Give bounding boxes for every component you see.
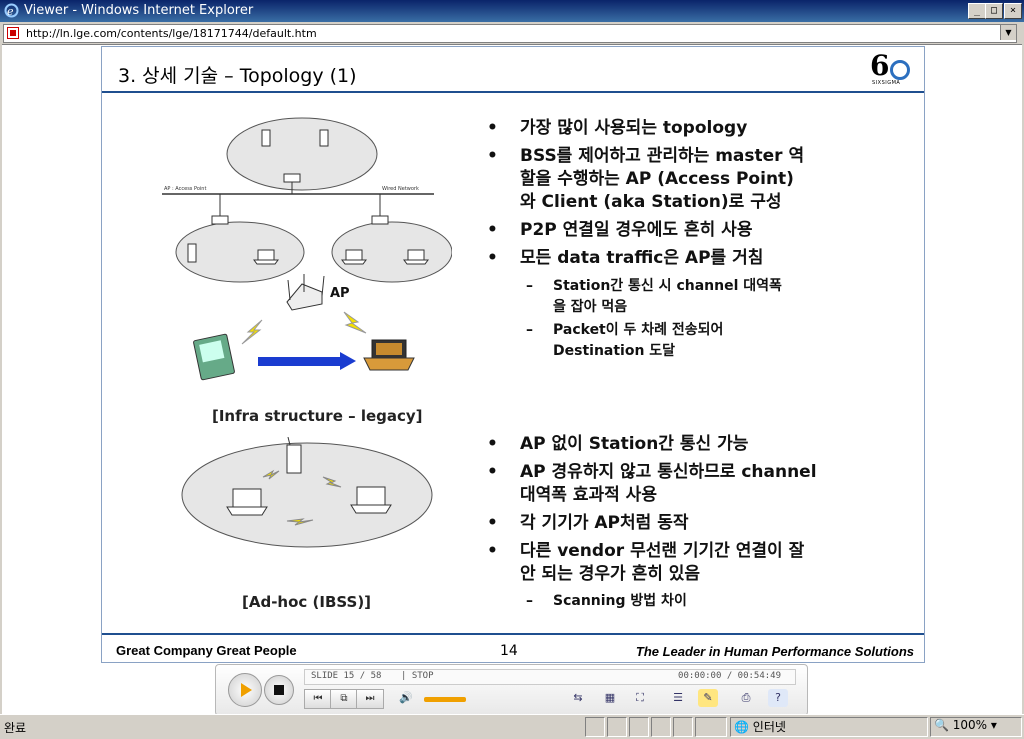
sub-bullet-item: –Packet이 두 차례 전송되어 Destination 도달 [526, 322, 724, 359]
six-sigma-logo: 6 SIXSIGMA [870, 49, 914, 89]
window-titlebar: e Viewer - Windows Internet Explorer _ □… [0, 0, 1024, 22]
window-title: Viewer - Windows Internet Explorer [24, 3, 254, 18]
list-icon[interactable]: ☰ [673, 691, 683, 704]
slide-info-display: SLIDE 15 / 58 | STOP 00:00:00 / 00:54:49 [304, 669, 796, 685]
address-dropdown-button[interactable]: ▼ [1000, 25, 1016, 40]
bullet-item: •P2P 연결일 경우에도 흔히 사용 [487, 220, 753, 240]
chevron-down-icon: ▾ [990, 718, 997, 732]
sub-bullet-item: –Scanning 방법 차이 [526, 593, 687, 609]
status-segment [607, 717, 627, 737]
zoom-panel[interactable] [930, 717, 1022, 737]
slide-footer: Great Company Great People 14 The Leader… [102, 633, 924, 664]
fullscreen-icon[interactable]: ⛶ [636, 691, 644, 704]
address-bar: http://ln.lge.com/contents/lge/18171744/… [0, 22, 1024, 44]
slide-counter: SLIDE 15 / 58 [311, 671, 382, 681]
address-url: http://ln.lge.com/contents/lge/18171744/… [26, 27, 317, 40]
footer-slogan: Great Company Great People [116, 643, 297, 658]
infra-bullet-list: •가장 많이 사용되는 topology •BSS를 제어하고 관리하는 mas… [487, 117, 807, 362]
print-icon[interactable]: ⎙ [741, 691, 751, 704]
svg-text:e: e [7, 5, 14, 18]
internet-explorer-icon: e [4, 3, 19, 18]
infra-caption: [Infra structure – legacy] [212, 407, 423, 425]
status-segment [585, 717, 605, 737]
page-icon [7, 27, 19, 39]
elapsed-time: 00:00:00 / 00:54:49 [678, 671, 781, 681]
play-button[interactable] [228, 673, 262, 707]
bullet-item: •AP 경유하지 않고 통신하므로 channel 대역폭 효과적 사용 [487, 462, 817, 505]
note-icon[interactable]: ✎ [698, 689, 718, 707]
adhoc-caption: [Ad-hoc (IBSS)] [242, 593, 372, 611]
bullet-item: •모든 data traffic은 AP를 거침 [487, 248, 764, 268]
slide-title: 3. 상세 기술 – Topology (1) [118, 65, 357, 87]
slide-list-button[interactable]: ⧉ [330, 689, 358, 709]
adhoc-bullet-list: •AP 없이 Station간 통신 가능 •AP 경유하지 않고 통신하므로 … [487, 433, 827, 612]
logo-text: SIXSIGMA [872, 80, 901, 86]
play-icon [241, 683, 252, 697]
wired-network-label: Wired Network [382, 186, 419, 192]
volume-slider[interactable] [424, 697, 466, 702]
stop-icon [274, 685, 284, 695]
address-input[interactable]: http://ln.lge.com/contents/lge/18171744/… [3, 24, 1017, 43]
status-segment [695, 717, 727, 737]
internet-zone: 🌐 인터넷 [734, 720, 786, 734]
status-segment [629, 717, 649, 737]
close-button[interactable]: × [1004, 3, 1022, 19]
bullet-item: •각 기기가 AP처럼 동작 [487, 513, 689, 533]
infrastructure-diagram: AP : Access Point Wired Network AP [162, 117, 452, 381]
volume-icon[interactable]: 🔊 [399, 691, 413, 704]
adhoc-diagram [181, 437, 433, 548]
outline-icon[interactable]: ⇆ [573, 691, 583, 704]
magnifier-icon: 🔍 [934, 718, 949, 732]
status-segment [673, 717, 693, 737]
previous-slide-button[interactable]: ⏮ [304, 689, 332, 709]
thumbnail-icon[interactable]: ▦ [604, 691, 616, 704]
bullet-item: •다른 vendor 무선랜 기기간 연결이 잘 안 되는 경우가 흔히 있음 [487, 541, 805, 584]
zone-panel [730, 717, 928, 737]
status-segment [651, 717, 671, 737]
slide-player-controls: SLIDE 15 / 58 | STOP 00:00:00 / 00:54:49… [215, 664, 808, 716]
next-slide-button[interactable]: ⏭ [356, 689, 384, 709]
bullet-item: •AP 없이 Station간 통신 가능 [487, 434, 749, 454]
maximize-button[interactable]: □ [985, 3, 1003, 19]
stop-button[interactable] [264, 675, 294, 705]
slide-header: 3. 상세 기술 – Topology (1) 6 SIXSIGMA [102, 47, 924, 93]
page-number: 14 [500, 643, 518, 659]
ap-diagram-label: AP [330, 286, 350, 301]
status-text: 완료 [4, 721, 27, 735]
help-icon[interactable]: ? [768, 689, 788, 707]
status-bar: 완료 🌐 인터넷 🔍 100% ▾ [0, 714, 1024, 739]
globe-icon: 🌐 [734, 720, 749, 734]
bullet-item: •가장 많이 사용되는 topology [487, 118, 748, 138]
presentation-slide: 3. 상세 기술 – Topology (1) 6 SIXSIGMA AP : … [101, 46, 925, 663]
footer-tagline: The Leader in Human Performance Solution… [635, 644, 914, 659]
minimize-button[interactable]: _ [968, 3, 986, 19]
zoom-level[interactable]: 🔍 100% ▾ [934, 718, 997, 732]
ap-access-point-label: AP : Access Point [164, 186, 206, 192]
play-state: | STOP [401, 671, 434, 681]
sub-bullet-item: –Station간 통신 시 channel 대역폭을 잡아 먹음 [526, 278, 782, 315]
bullet-item: •BSS를 제어하고 관리하는 master 역할을 수행하는 AP (Acce… [487, 146, 805, 212]
